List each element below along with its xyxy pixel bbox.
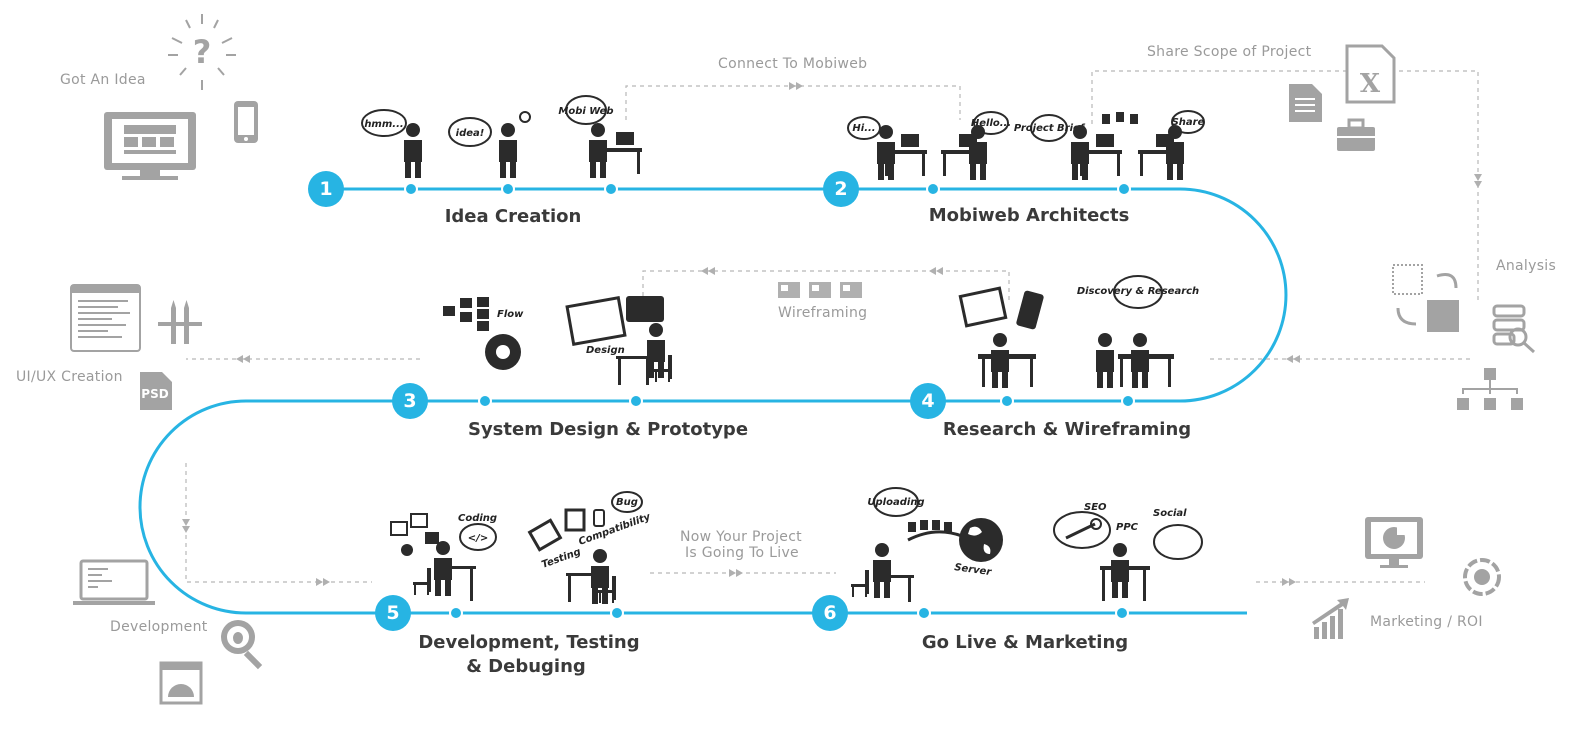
- psd-file-icon: PSD: [140, 372, 172, 410]
- svg-text:Social: Social: [1153, 508, 1187, 519]
- stage-3-number: 3: [392, 383, 428, 419]
- pie-chart-monitor-icon: [1365, 517, 1423, 568]
- uiux-label: UI/UX Creation: [16, 369, 123, 385]
- stage-2-number: 2: [823, 171, 859, 207]
- lightbulb-question-icon: [168, 14, 236, 90]
- stage-1-number: 1: [308, 171, 344, 207]
- excel-file-icon: X: [1345, 44, 1396, 104]
- svg-text:Discovery & Research: Discovery & Research: [1077, 286, 1199, 297]
- svg-text:X: X: [1360, 69, 1381, 99]
- stage-5-title-line1: Development, Testing: [418, 632, 640, 653]
- briefcase-icon: [1337, 118, 1375, 151]
- dashed-connectors: [185, 70, 1479, 583]
- svg-text:PPC: PPC: [1116, 522, 1139, 533]
- document-icon: [1289, 84, 1322, 122]
- wireframing-label: Wireframing: [778, 305, 868, 321]
- marketing-label: Marketing / ROI: [1370, 614, 1483, 630]
- stage-2-title: Mobiweb Architects: [928, 205, 1130, 226]
- go-live-label-line1: Now Your Project: [680, 529, 802, 545]
- svg-text:Server: Server: [954, 562, 993, 578]
- svg-text:Share: Share: [1172, 117, 1205, 128]
- stage-6-title: Go Live & Marketing: [921, 632, 1129, 653]
- svg-text:Hi...: Hi...: [852, 123, 875, 134]
- arrow-markers: [182, 82, 1482, 586]
- path-dots: [404, 182, 1135, 620]
- svg-text:SEO: SEO: [1084, 502, 1107, 513]
- svg-text:idea!: idea!: [456, 128, 485, 139]
- stage-4-title: Research & Wireframing: [942, 419, 1192, 440]
- gauge-window-icon: [159, 661, 203, 705]
- stage-4-number: 4: [910, 383, 946, 419]
- svg-text:PSD: PSD: [141, 387, 168, 401]
- svg-text:Flow: Flow: [497, 309, 524, 320]
- svg-text:Uploading: Uploading: [867, 497, 924, 508]
- svg-text:Bug: Bug: [616, 497, 638, 508]
- social-globe-icon: [1463, 558, 1501, 596]
- go-live-label-line2: Is Going To Live: [685, 545, 799, 561]
- stage6-illustrations: Uploading Server SEO PPC Social: [851, 487, 1203, 602]
- search-database-icon: [1492, 304, 1536, 354]
- stage1-illustrations: hmm... idea! Mobi Web: [361, 95, 642, 178]
- stage2-illustrations: Hi... Hello... Project Brief Share: [847, 110, 1205, 180]
- stage3-illustrations: Flow Design: [443, 296, 672, 385]
- monitor-icon: [104, 112, 196, 180]
- svg-text:</>: </>: [468, 533, 488, 544]
- stage-6-number: 6: [812, 595, 848, 631]
- wireframe-thumbnails: [778, 282, 862, 298]
- wireframe-document-icon: [70, 284, 141, 352]
- svg-text:Project Brief: Project Brief: [1014, 123, 1086, 134]
- stage-5-number: 5: [375, 595, 411, 631]
- development-label: Development: [110, 619, 208, 635]
- stage4-illustrations: Discovery & Research: [958, 275, 1199, 388]
- growth-chart-icon: [1312, 598, 1349, 639]
- phone-icon: [234, 101, 258, 143]
- svg-text:Mobi Web: Mobi Web: [558, 106, 613, 117]
- svg-text:Hello...: Hello...: [971, 118, 1011, 129]
- analysis-flow-icon: [1392, 264, 1459, 332]
- analysis-label: Analysis: [1496, 258, 1557, 274]
- svg-text:hmm...: hmm...: [364, 119, 403, 130]
- svg-text:Testing: Testing: [540, 547, 582, 571]
- process-path: [138, 187, 1288, 615]
- stage-3-title: System Design & Prototype: [467, 419, 749, 440]
- stage-5-title-line2: & Debuging: [466, 656, 586, 677]
- svg-text:Coding: Coding: [458, 513, 497, 524]
- design-tools-icon: [158, 300, 202, 344]
- connect-label: Connect To Mobiweb: [718, 56, 868, 72]
- hierarchy-icon: [1457, 368, 1523, 410]
- stage5-illustrations: Coding </> Bug Testing Compatibility: [390, 491, 652, 604]
- share-scope-label: Share Scope of Project: [1147, 44, 1312, 60]
- laptop-code-icon: [73, 559, 155, 605]
- got-idea-label: Got An Idea: [60, 72, 146, 88]
- question-mark: ?: [193, 33, 212, 71]
- svg-text:Design: Design: [586, 345, 625, 356]
- svg-text:Compatibility: Compatibility: [577, 512, 652, 548]
- bug-search-icon: [221, 620, 263, 670]
- stage-1-title: Idea Creation: [444, 206, 582, 227]
